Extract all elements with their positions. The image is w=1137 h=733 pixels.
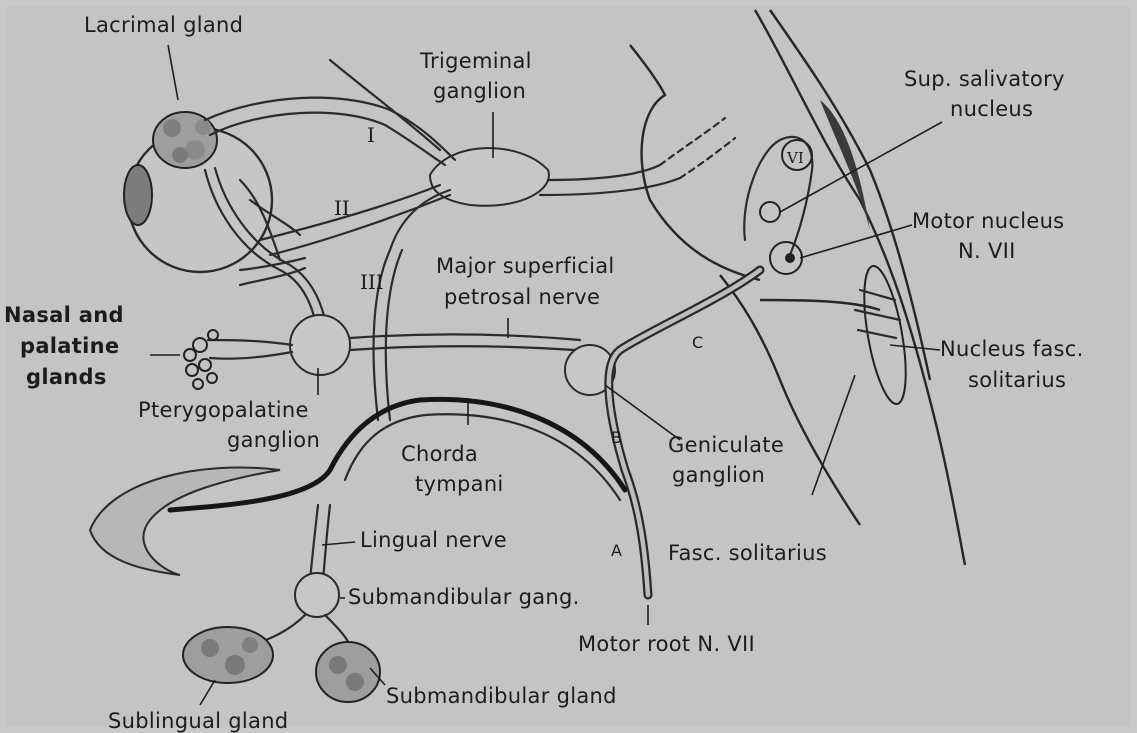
label-sup-salivatory-line1: Sup. salivatory xyxy=(904,67,1065,91)
label-nucleus-fasc-line2: solitarius xyxy=(968,368,1066,392)
label-major-petrosal-line1: Major superficial xyxy=(436,254,615,278)
label-motor-nucleus-line2: N. VII xyxy=(958,239,1016,263)
label-geniculate-line1: Geniculate xyxy=(668,433,784,457)
submandibular-ganglion xyxy=(295,573,339,617)
label-sublingual-gland: Sublingual gland xyxy=(108,709,288,733)
trigeminal-ganglion xyxy=(430,148,549,206)
label-submandibular-gland: Submandibular gland xyxy=(386,684,617,708)
label-trigeminal-line2: ganglion xyxy=(433,79,526,103)
label-trigeminal-line1: Trigeminal xyxy=(419,49,532,73)
label-fasc-solitarius: Fasc. solitarius xyxy=(668,541,827,565)
label-pterygopalatine-line2: ganglion xyxy=(227,428,320,452)
numeral-I: I xyxy=(367,123,375,147)
label-sup-salivatory-line2: nucleus xyxy=(950,97,1033,121)
label-nucleus-fasc-line1: Nucleus fasc. xyxy=(940,337,1084,361)
label-chorda-line2: tympani xyxy=(415,472,504,496)
label-chorda-line1: Chorda xyxy=(401,442,478,466)
segment-letter-A: A xyxy=(611,541,622,560)
label-motor-nucleus-line1: Motor nucleus xyxy=(912,209,1064,233)
label-lacrimal-gland: Lacrimal gland xyxy=(84,13,243,37)
label-lingual-nerve: Lingual nerve xyxy=(360,528,507,552)
numeral-III: III xyxy=(360,270,384,294)
segment-letter-B: B xyxy=(611,428,622,447)
numeral-II: II xyxy=(334,196,350,220)
numeral-VI: VI xyxy=(786,149,804,167)
segment-letter-C: C xyxy=(692,333,703,352)
label-major-petrosal-line2: petrosal nerve xyxy=(444,285,600,309)
label-geniculate-line2: ganglion xyxy=(672,463,765,487)
label-pterygopalatine-line1: Pterygopalatine xyxy=(138,398,309,422)
label-motor-root: Motor root N. VII xyxy=(578,632,755,656)
label-submandibular-gang: Submandibular gang. xyxy=(348,585,580,609)
label-nasal-line2: palatine xyxy=(20,334,119,358)
label-nasal-line1: Nasal and xyxy=(4,303,124,327)
lacrimal-gland xyxy=(153,112,217,168)
label-nasal-line3: glands xyxy=(26,365,107,389)
pterygopalatine-ganglion xyxy=(290,315,350,375)
